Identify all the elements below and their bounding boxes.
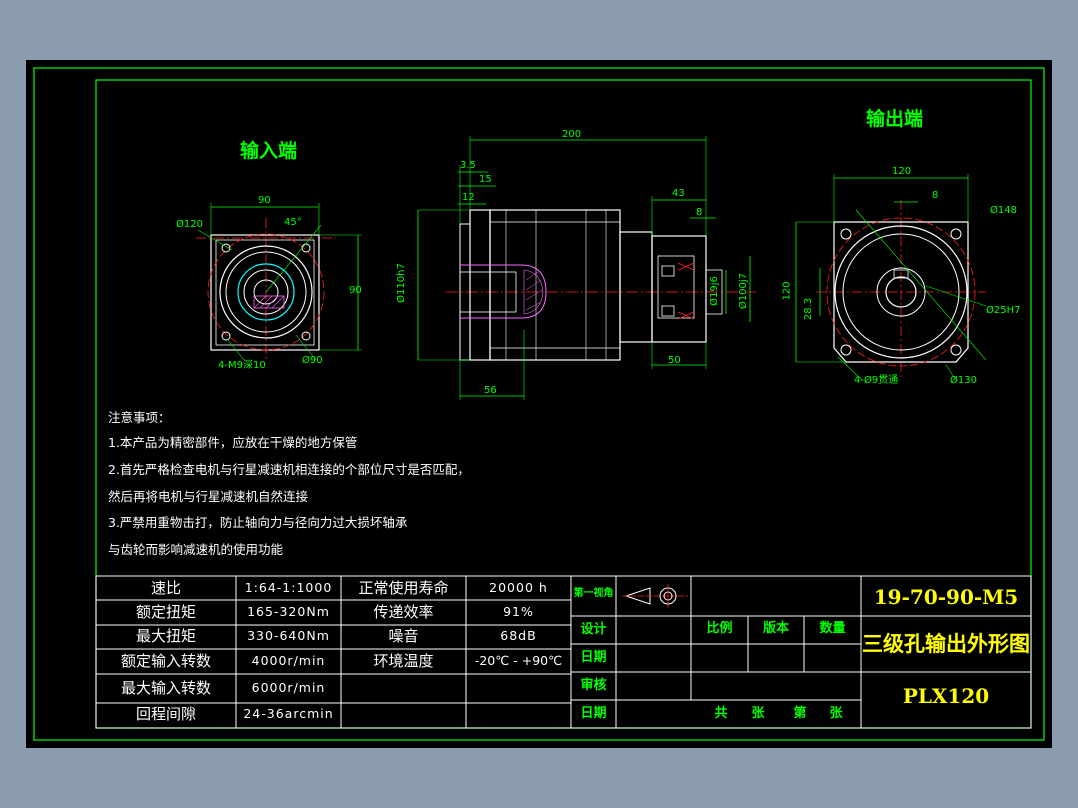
dim-side-d19j6: Ø19j6 bbox=[708, 276, 720, 306]
projection-symbol bbox=[622, 584, 688, 608]
date-label-1: 日期 bbox=[580, 650, 607, 665]
note-line-2: 2.首先严格检查电机与行星减速机相连接的个部位尺寸是否匹配， bbox=[108, 462, 470, 477]
dim-output-d148: Ø148 bbox=[990, 205, 1017, 216]
dim-output-8: 8 bbox=[932, 190, 939, 201]
dim-input-d120: Ø120 bbox=[176, 219, 203, 230]
review-label: 审核 bbox=[580, 678, 607, 693]
sheet-label-2: 张 bbox=[829, 706, 843, 721]
spec-value: 6000r/min bbox=[251, 680, 326, 695]
dim-side-15: 15 bbox=[479, 174, 492, 185]
input-view bbox=[196, 203, 362, 361]
dim-input-angle: 45° bbox=[284, 217, 302, 228]
version-label: 版本 bbox=[762, 621, 789, 636]
spec-value-2: 91% bbox=[503, 604, 534, 619]
dim-side-12: 12 bbox=[462, 192, 475, 203]
dim-output-d25h7: Ø25H7 bbox=[986, 305, 1021, 316]
spec-value-2: 68dB bbox=[500, 628, 537, 643]
spec-value: 165-320Nm bbox=[247, 604, 330, 619]
spec-label-2: 正常使用寿命 bbox=[358, 579, 449, 597]
title-block-grid bbox=[570, 575, 1032, 729]
output-view-title: 输出端 bbox=[866, 108, 924, 130]
side-view bbox=[417, 136, 756, 400]
dim-output-holes: 4-Ø9贯通 bbox=[854, 375, 899, 386]
spec-label: 最大输入转数 bbox=[120, 679, 211, 697]
sheet-label: 张 bbox=[751, 706, 765, 721]
notes-heading: 注意事项： bbox=[108, 410, 171, 425]
spec-label-2: 传递效率 bbox=[373, 603, 434, 621]
spec-value: 24-36arcmin bbox=[243, 706, 334, 721]
outer-frame bbox=[33, 67, 1045, 741]
spec-value: 1:64-1:1000 bbox=[244, 580, 333, 595]
scale-label: 比例 bbox=[706, 621, 733, 636]
spec-label: 额定输入转数 bbox=[120, 652, 211, 670]
note-line-5: 与齿轮而影响减速机的使用功能 bbox=[108, 542, 284, 557]
dim-output-28-3: 28.3 bbox=[803, 297, 815, 321]
dim-side-50: 50 bbox=[668, 355, 681, 366]
dim-side-8: 8 bbox=[696, 207, 703, 218]
spec-label-2: 环境温度 bbox=[373, 652, 434, 670]
spec-label: 速比 bbox=[150, 579, 181, 597]
spec-value: 4000r/min bbox=[251, 653, 326, 668]
spec-value: 330-640Nm bbox=[247, 628, 330, 643]
dim-output-d130: Ø130 bbox=[950, 375, 977, 386]
drawing-sheet: 输入端 输出端 90 Ø120 45° 90 4-M9深10 Ø90 200 3… bbox=[26, 60, 1052, 748]
dim-side-56: 56 bbox=[484, 385, 497, 396]
quantity-label: 数量 bbox=[819, 621, 846, 636]
note-line-4: 3.严禁用重物击打，防止轴向力与径向力过大损坏轴承 bbox=[108, 515, 408, 530]
spec-label-2: 噪音 bbox=[388, 627, 419, 645]
drawing-number: 19-70-90-M5 bbox=[873, 585, 1019, 609]
spec-label: 回程间隙 bbox=[135, 705, 196, 723]
drawing-canvas bbox=[33, 67, 1045, 741]
spec-table-grid bbox=[95, 575, 572, 729]
dim-side-3-5: 3.5 bbox=[460, 160, 476, 171]
dim-output-120w: 120 bbox=[892, 166, 912, 177]
number-label: 第 bbox=[793, 706, 807, 721]
dim-input-height: 90 bbox=[349, 285, 362, 296]
note-line-1: 1.本产品为精密部件，应放在干燥的地方保管 bbox=[108, 435, 358, 450]
dim-input-width: 90 bbox=[258, 195, 271, 206]
model-number: PLX120 bbox=[902, 684, 990, 708]
spec-label: 最大扭矩 bbox=[135, 627, 196, 645]
spec-value-2: -20℃ - +90℃ bbox=[474, 653, 563, 668]
date-label-2: 日期 bbox=[580, 706, 607, 721]
dim-input-d90: Ø90 bbox=[302, 355, 323, 366]
design-label: 设计 bbox=[580, 622, 607, 637]
dim-side-43: 43 bbox=[672, 188, 685, 199]
spec-value-2: 20000 h bbox=[489, 580, 548, 595]
output-view bbox=[795, 174, 987, 381]
total-label: 共 bbox=[714, 706, 728, 721]
drawing-title: 三级孔输出外形图 bbox=[862, 632, 1030, 656]
dim-side-d110h7: Ø110h7 bbox=[395, 263, 407, 303]
note-line-3: 然后再将电机与行星减速机自然连接 bbox=[108, 489, 309, 504]
dim-side-d100j7: Ø100j7 bbox=[738, 272, 750, 310]
dim-output-120h: 120 bbox=[781, 281, 793, 301]
input-view-title: 输入端 bbox=[240, 140, 298, 162]
spec-label: 额定扭矩 bbox=[135, 603, 196, 621]
dim-input-holes: 4-M9深10 bbox=[218, 360, 266, 371]
dim-side-200: 200 bbox=[562, 129, 582, 140]
projection-label: 第一视角 bbox=[573, 588, 614, 599]
